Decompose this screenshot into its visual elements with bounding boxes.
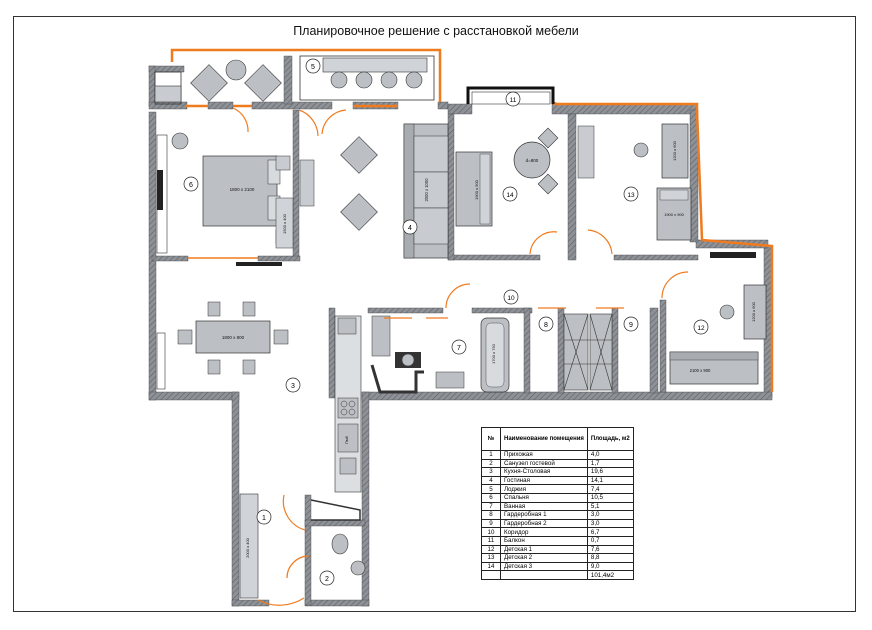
bed-child3-label: 1900 x 900: [474, 179, 479, 200]
legend-total: 101,4м2: [586, 570, 634, 580]
room-marker-12: 12: [693, 319, 709, 335]
room-marker-5: 5: [305, 58, 321, 74]
room-marker-2: 2: [319, 570, 335, 586]
svg-text:10: 10: [507, 295, 515, 302]
dining-table-label: 1800 x 800: [222, 335, 245, 340]
room-marker-8: 8: [538, 316, 554, 332]
svg-text:14: 14: [506, 192, 514, 199]
bed-size-label: 1800 x 2100: [230, 187, 255, 192]
svg-text:4: 4: [408, 225, 412, 232]
bedroom-furniture: 1800 x 2100 1500 x 400: [156, 132, 315, 266]
svg-text:2: 2: [325, 576, 329, 583]
svg-text:9: 9: [629, 322, 633, 329]
room-marker-1: 1: [256, 509, 272, 525]
room-marker-10: 10: [503, 289, 519, 305]
wardrobes: [563, 313, 613, 391]
room-marker-7: 7: [451, 339, 467, 355]
room-marker-11: 11: [505, 91, 521, 107]
entrance-furniture: 2000 x 400: [239, 493, 366, 599]
svg-text:7: 7: [457, 345, 461, 352]
legend-header-number: №: [481, 427, 501, 451]
legend-total-row: 101,4м2: [481, 570, 634, 580]
dining-furniture: 1800 x 800 Пмб: [156, 301, 362, 493]
child3-furniture: 1900 x 900 d=800: [455, 125, 595, 227]
svg-text:8: 8: [544, 322, 548, 329]
svg-text:3: 3: [291, 383, 295, 390]
legend-header-row: № Наименование помещения Площадь, м2: [481, 427, 634, 451]
child1-furniture: 1200 x 600 2100 x 900: [669, 252, 767, 385]
plan-title: Планировочное решение с расстановкой меб…: [293, 24, 579, 38]
room-marker-14: 14: [502, 186, 518, 202]
drawing-frame: [13, 16, 856, 612]
room-marker-4: 4: [402, 219, 418, 235]
svg-text:6: 6: [189, 182, 193, 189]
svg-text:5: 5: [311, 64, 315, 71]
legend-header-name: Наименование помещения: [500, 427, 588, 451]
bathroom-furniture: 1700 x 750: [370, 315, 510, 394]
insulation-lines: [170, 48, 774, 392]
sofa-living-label: 2000 x 1000: [424, 178, 429, 202]
sofa-child1-label: 2100 x 900: [690, 368, 711, 373]
bathtub-label: 1700 x 750: [491, 343, 496, 364]
loggia: [154, 55, 435, 105]
bed-child2-label: 1900 x 900: [664, 212, 685, 217]
room-marker-3: 3: [285, 377, 301, 393]
walls: [148, 55, 773, 607]
svg-text:1: 1: [262, 515, 266, 522]
round-table-label: d=800: [526, 158, 539, 163]
svg-text:13: 13: [627, 192, 635, 199]
room-marker-13: 13: [623, 186, 639, 202]
svg-text:12: 12: [697, 325, 705, 332]
room-marker-6: 6: [183, 176, 199, 192]
wardrobe-hall-label: 2000 x 400: [245, 537, 250, 558]
doors: [232, 107, 689, 606]
svg-text:11: 11: [510, 97, 517, 104]
desk-child1-label: 1200 x 600: [751, 301, 756, 322]
wardrobe-bedroom-label: 1500 x 400: [282, 213, 287, 234]
child2-furniture: 1200 x 600 1900 x 900: [633, 123, 692, 241]
desk-child3-label: 1200 x 600: [672, 140, 677, 161]
living-furniture: 2000 x 1000: [340, 123, 449, 259]
room-marker-9: 9: [623, 316, 639, 332]
fridge-label: Пмб: [344, 435, 349, 444]
legend-header-area: Площадь, м2: [586, 427, 634, 451]
